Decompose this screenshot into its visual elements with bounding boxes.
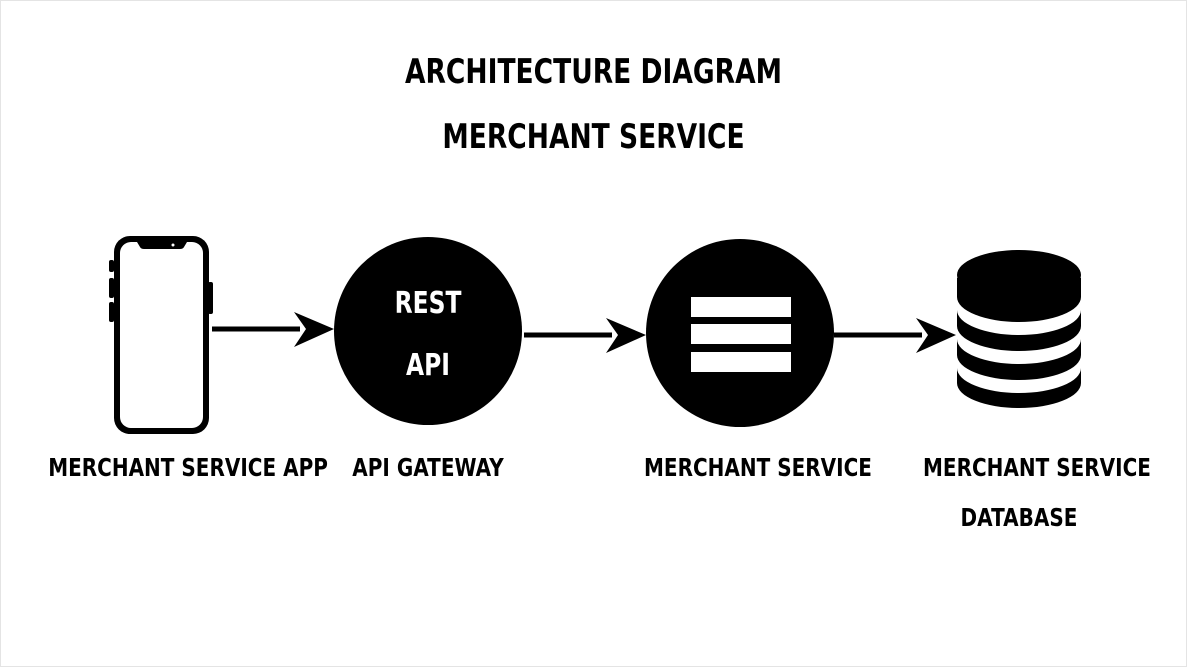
gateway-text-rest: REST	[394, 286, 462, 321]
label-api-gateway: API GATEWAY	[352, 453, 504, 482]
label-database-line1: MERCHANT SERVICE	[923, 453, 1151, 482]
diagram-subtitle: MERCHANT SERVICE	[442, 117, 745, 157]
rest-api-circle-icon	[334, 237, 522, 425]
diagram-title: ARCHITECTURE DIAGRAM	[404, 52, 783, 92]
server-rack-icon	[646, 239, 834, 427]
label-database-line2: DATABASE	[960, 503, 1078, 532]
label-merchant-service: MERCHANT SERVICE	[644, 453, 872, 482]
edge-app-to-gateway-arrow	[212, 312, 334, 347]
edge-gateway-to-service-arrow	[524, 318, 646, 353]
database-icon	[957, 250, 1081, 408]
edge-service-to-database-arrow	[834, 318, 956, 353]
label-merchant-service-app: MERCHANT SERVICE APP	[48, 453, 328, 482]
smartphone-icon	[109, 236, 213, 434]
gateway-text-api: API	[406, 348, 450, 383]
